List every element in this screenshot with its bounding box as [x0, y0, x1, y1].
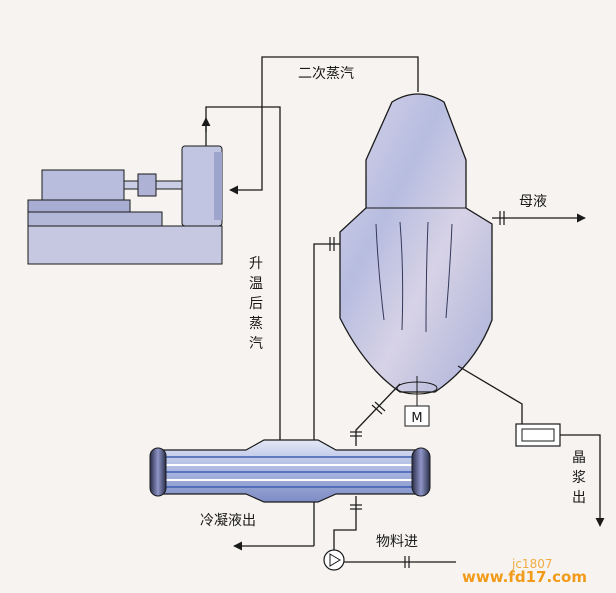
feed-pump [323, 549, 345, 571]
motor-label: M [411, 411, 422, 426]
evaporator-inner-right [445, 223, 453, 319]
heated-steam-char-1: 升 [249, 256, 263, 272]
feed-pump-arrow [329, 553, 341, 567]
secondary-steam-label: 二次蒸汽 [298, 66, 354, 82]
motor-box [404, 405, 430, 427]
evaporator-inner-mid-right [425, 221, 429, 333]
heated-steam-char-4: 蒸 [249, 316, 263, 332]
heated-steam-char-2: 温 [249, 276, 263, 292]
recirculation-flange-2 [350, 431, 362, 437]
evaporator-inlet-flange [329, 237, 335, 251]
crystal-slurry-char-3: 出 [572, 490, 586, 506]
condenser [149, 439, 431, 503]
crystal-slurry-line [457, 365, 523, 424]
heated-steam-label: 升 温 后 蒸 汽 [249, 256, 263, 352]
evaporator-body [339, 93, 493, 393]
compressor-unit [27, 145, 223, 265]
crystal-filter-inner [521, 428, 555, 442]
crystal-slurry-char-2: 浆 [572, 470, 586, 486]
evaporator-inlet-line [313, 243, 340, 440]
mother-liquor-flange [499, 211, 505, 225]
condenser-shell [159, 439, 421, 503]
compressor-coupling [137, 173, 157, 197]
mother-liquor-label: 母液 [519, 194, 547, 210]
compressor-housing-shade [214, 152, 222, 220]
crystal-outlet-line [560, 434, 605, 527]
condenser-right-cap [411, 447, 431, 497]
secondary-steam-line [229, 56, 419, 195]
compressor-base-top [27, 211, 163, 227]
watermark-text: www.fd17.com [462, 568, 587, 586]
evaporator-inner-mid-left [399, 221, 404, 331]
condensate-out-label: 冷凝液出 [200, 513, 256, 529]
recirculation-flange-1 [371, 401, 386, 415]
compressor-motor [41, 169, 125, 201]
watermark-partial: jc1807 [511, 557, 552, 571]
heated-steam-char-5: 汽 [249, 336, 263, 352]
crystal-slurry-label: 晶 浆 出 [572, 450, 586, 506]
compressor-base [27, 225, 223, 265]
feed-line-flange [404, 556, 410, 568]
evaporator-vessel [339, 93, 493, 406]
crystal-slurry-char-1: 晶 [572, 450, 586, 466]
feed-in-label: 物料进 [376, 534, 418, 550]
compressor-platform [27, 199, 131, 213]
evaporator-inner-left [375, 223, 385, 321]
recirculation-line [355, 383, 401, 446]
feed-flange [350, 504, 362, 510]
feed-line-up [333, 496, 357, 550]
heated-steam-char-3: 后 [249, 296, 263, 312]
condenser-left-cap [149, 447, 167, 497]
